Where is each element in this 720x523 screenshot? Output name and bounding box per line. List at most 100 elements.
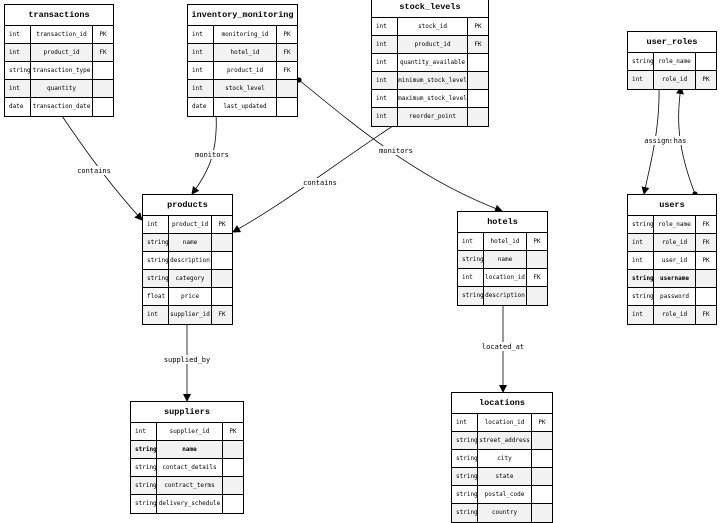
attribute-name: supplier_id xyxy=(169,306,212,324)
attribute-name: quantity xyxy=(31,80,93,97)
relationship-label-bg xyxy=(74,166,114,175)
attribute-key xyxy=(532,486,552,503)
attribute-key: FK xyxy=(702,221,710,228)
attribute-name: role_id xyxy=(654,234,696,251)
relationship-label-bg xyxy=(300,178,340,187)
attribute-key: FK xyxy=(702,239,710,246)
relationship-label: supplied_by xyxy=(164,356,210,364)
attribute-name: username xyxy=(654,270,696,287)
attribute-name: location_id xyxy=(484,269,527,286)
attribute-name: user_id xyxy=(654,252,696,269)
attribute-key xyxy=(93,98,113,116)
attribute-key xyxy=(696,270,716,287)
attribute-type: int xyxy=(458,269,484,286)
attribute-name: location_id xyxy=(478,414,532,431)
attribute-name: monitoring_id xyxy=(214,26,277,43)
attribute-type: date xyxy=(5,98,31,116)
attribute-type: int xyxy=(628,252,654,269)
attribute-key: PK xyxy=(538,419,546,426)
attribute-name: maximum_stock_level xyxy=(398,90,468,107)
attribute-type: int xyxy=(628,71,654,89)
attribute-key xyxy=(468,90,488,107)
relationship-label: assigns xyxy=(644,137,674,145)
relationship-label-bg xyxy=(161,355,213,364)
attribute-type: string xyxy=(143,270,169,287)
attribute-key xyxy=(468,108,488,126)
attribute-name: role_id xyxy=(654,71,696,89)
attribute-key xyxy=(532,432,552,449)
entity-title: stock_levels xyxy=(372,0,488,18)
attribute-name: supplier_id xyxy=(157,423,223,440)
entity-title: user_roles xyxy=(628,32,716,53)
attribute-name: postal_code xyxy=(478,486,532,503)
attribute-type: string xyxy=(5,62,31,79)
attribute-name: role_id xyxy=(654,306,696,324)
relationship-label: located_at xyxy=(482,343,524,351)
attribute-key xyxy=(532,468,552,485)
relationship-label-bg xyxy=(192,150,232,159)
attribute-type: string xyxy=(143,234,169,251)
attribute-key: PK xyxy=(229,428,237,435)
relationship-label: monitors xyxy=(379,147,413,155)
attribute-type: float xyxy=(143,288,169,305)
attribute-name: role_name xyxy=(654,53,696,70)
attribute-key: PK xyxy=(474,23,482,30)
attribute-key: FK xyxy=(533,274,541,281)
attribute-name: product_id xyxy=(214,62,277,79)
attribute-key xyxy=(212,288,232,305)
attribute-name: transaction_date xyxy=(31,98,93,116)
attribute-type: string xyxy=(628,53,654,70)
attribute-name: country xyxy=(478,504,532,522)
attribute-type: int xyxy=(5,80,31,97)
attribute-key xyxy=(468,72,488,89)
attribute-key xyxy=(277,98,297,116)
attribute-key xyxy=(696,288,716,305)
attribute-type: int xyxy=(188,26,214,43)
attribute-name: last_updated xyxy=(214,98,277,116)
attribute-key xyxy=(93,62,113,79)
attribute-name: transaction_type xyxy=(31,62,93,79)
attribute-key: FK xyxy=(218,311,226,318)
attribute-name: product_id xyxy=(31,44,93,61)
attribute-name: state xyxy=(478,468,532,485)
relationship-label-bg xyxy=(641,136,677,145)
relationship-line-stock_levels-products xyxy=(232,121,400,233)
relationship-label-bg xyxy=(479,342,527,351)
relationship-label-bg xyxy=(376,146,416,155)
attribute-type: int xyxy=(372,90,398,107)
attribute-type: int xyxy=(458,233,484,250)
entity-title: hotels xyxy=(458,212,547,233)
attribute-type: string xyxy=(458,287,484,305)
attribute-name: hotel_id xyxy=(214,44,277,61)
